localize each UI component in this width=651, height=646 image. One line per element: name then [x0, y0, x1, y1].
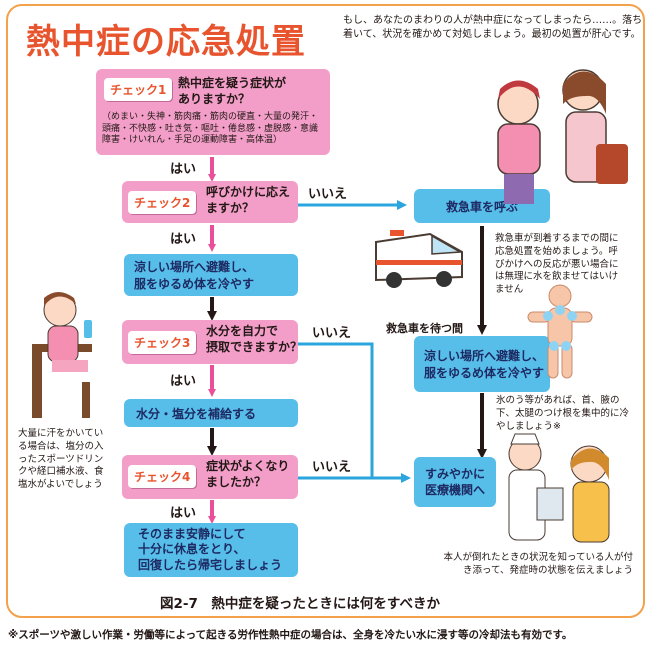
check1-symptoms: （めまい・失神・筋肉痛・筋肉の硬直・大量の発汗・頭痛・不快感・吐き気・嘔吐・倦怠…: [102, 112, 319, 146]
girl-drinking-illustration: [32, 292, 92, 418]
cool-down-box: 涼しい場所へ避難し、 服をゆるめ体を冷やす: [124, 254, 298, 296]
check3-question-line2: 摂取できますか？: [206, 340, 303, 354]
hospital-line2: 医療機関へ: [424, 483, 485, 497]
no-label-2: いいえ: [308, 187, 348, 202]
check2-badge: チェック2: [128, 191, 197, 214]
ice-note: 氷のう等があれば、首、腋の下、太腿のつけ根を集中的に冷やしましょう※: [496, 395, 630, 432]
check2-question-line2: ますか？: [206, 201, 255, 215]
ambulance-illustration: [375, 230, 463, 288]
cool-down-2-line1: 涼しい場所へ避難し、: [424, 349, 545, 363]
waiting-label: 救急車を待つ間: [386, 322, 463, 335]
check1-question-line2: ありますか？: [178, 92, 251, 106]
check4-badge: チェック4: [128, 465, 197, 488]
check2-question-line1: 呼びかけに応え: [206, 185, 291, 199]
check3-question-line1: 水分を自力で: [206, 324, 279, 338]
cool-down-2-box: 涼しい場所へ避難し、 服をゆるめ体を冷やす: [414, 336, 550, 392]
check4-question-line1: 症状がよくなり: [206, 459, 290, 473]
check3-badge: チェック3: [128, 331, 197, 354]
cool-down-line1: 涼しい場所へ避難し、: [134, 260, 255, 274]
check4-question-line2: ましたか？: [206, 475, 267, 489]
rest-line2: 十分に休息をとり、: [138, 542, 246, 557]
rest-line3: 回復したら帰宅しましょう: [138, 557, 283, 572]
intro-text: もし、あなたのまわりの人が熱中症になってしまったら……。落ち着いて、状況を確かめ…: [343, 15, 643, 40]
yes-label-3: はい: [170, 374, 197, 389]
sweat-note: 大量に汗をかいている場合は、塩分の入ったスポーツドリンクや経口補水液、食塩水がよ…: [18, 428, 104, 491]
figure-caption: 図2-7 熱中症を疑ったときには何をすべきか: [160, 596, 440, 612]
hydrate-text: 水分・塩分を補給する: [136, 406, 257, 421]
footnote: ※スポーツや激しい作業・労働等によって起きる労作性熱中症の場合は、全身を冷たい水…: [8, 629, 573, 641]
nurse-illustration: [508, 433, 610, 543]
cool-down-line2: 服をゆるめ体を冷やす: [134, 277, 255, 291]
helper-and-victim-illustration: [497, 69, 628, 204]
hydrate-box: 水分・塩分を補給する: [124, 399, 298, 427]
ambulance-text: 救急車を呼ぶ: [445, 199, 518, 214]
hospital-note: 本人が倒れたときの状況を知っている人が付き添って、発症時の状態を伝えましょう: [443, 552, 633, 576]
yes-label-2: はい: [170, 232, 197, 247]
page-title: 熱中症の応急処置: [26, 22, 306, 62]
no-label-3: いいえ: [312, 326, 352, 341]
yes-label-4: はい: [170, 506, 197, 521]
ambulance-note: 救急車が到着するまでの間に応急処置を始めましょう。呼びかけへの反応が悪い場合には…: [495, 233, 619, 296]
body-cooling-figure: [527, 284, 593, 379]
rest-box: そのまま安静にして 十分に休息をとり、 回復したら帰宅しましょう: [124, 523, 298, 577]
hospital-line1: すみやかに: [424, 466, 485, 481]
rest-line1: そのまま安静にして: [138, 526, 246, 541]
no-label-4: いいえ: [312, 460, 352, 475]
yes-label-1: はい: [170, 162, 197, 177]
hospital-box: すみやかに 医療機関へ: [414, 457, 496, 507]
no-arrow-check3: [298, 342, 411, 483]
check1-badge: チェック1: [104, 78, 173, 101]
cool-down-2-line2: 服をゆるめ体を冷やす: [424, 366, 545, 380]
check1-question-line1: 熱中症を疑う症状が: [178, 76, 287, 90]
